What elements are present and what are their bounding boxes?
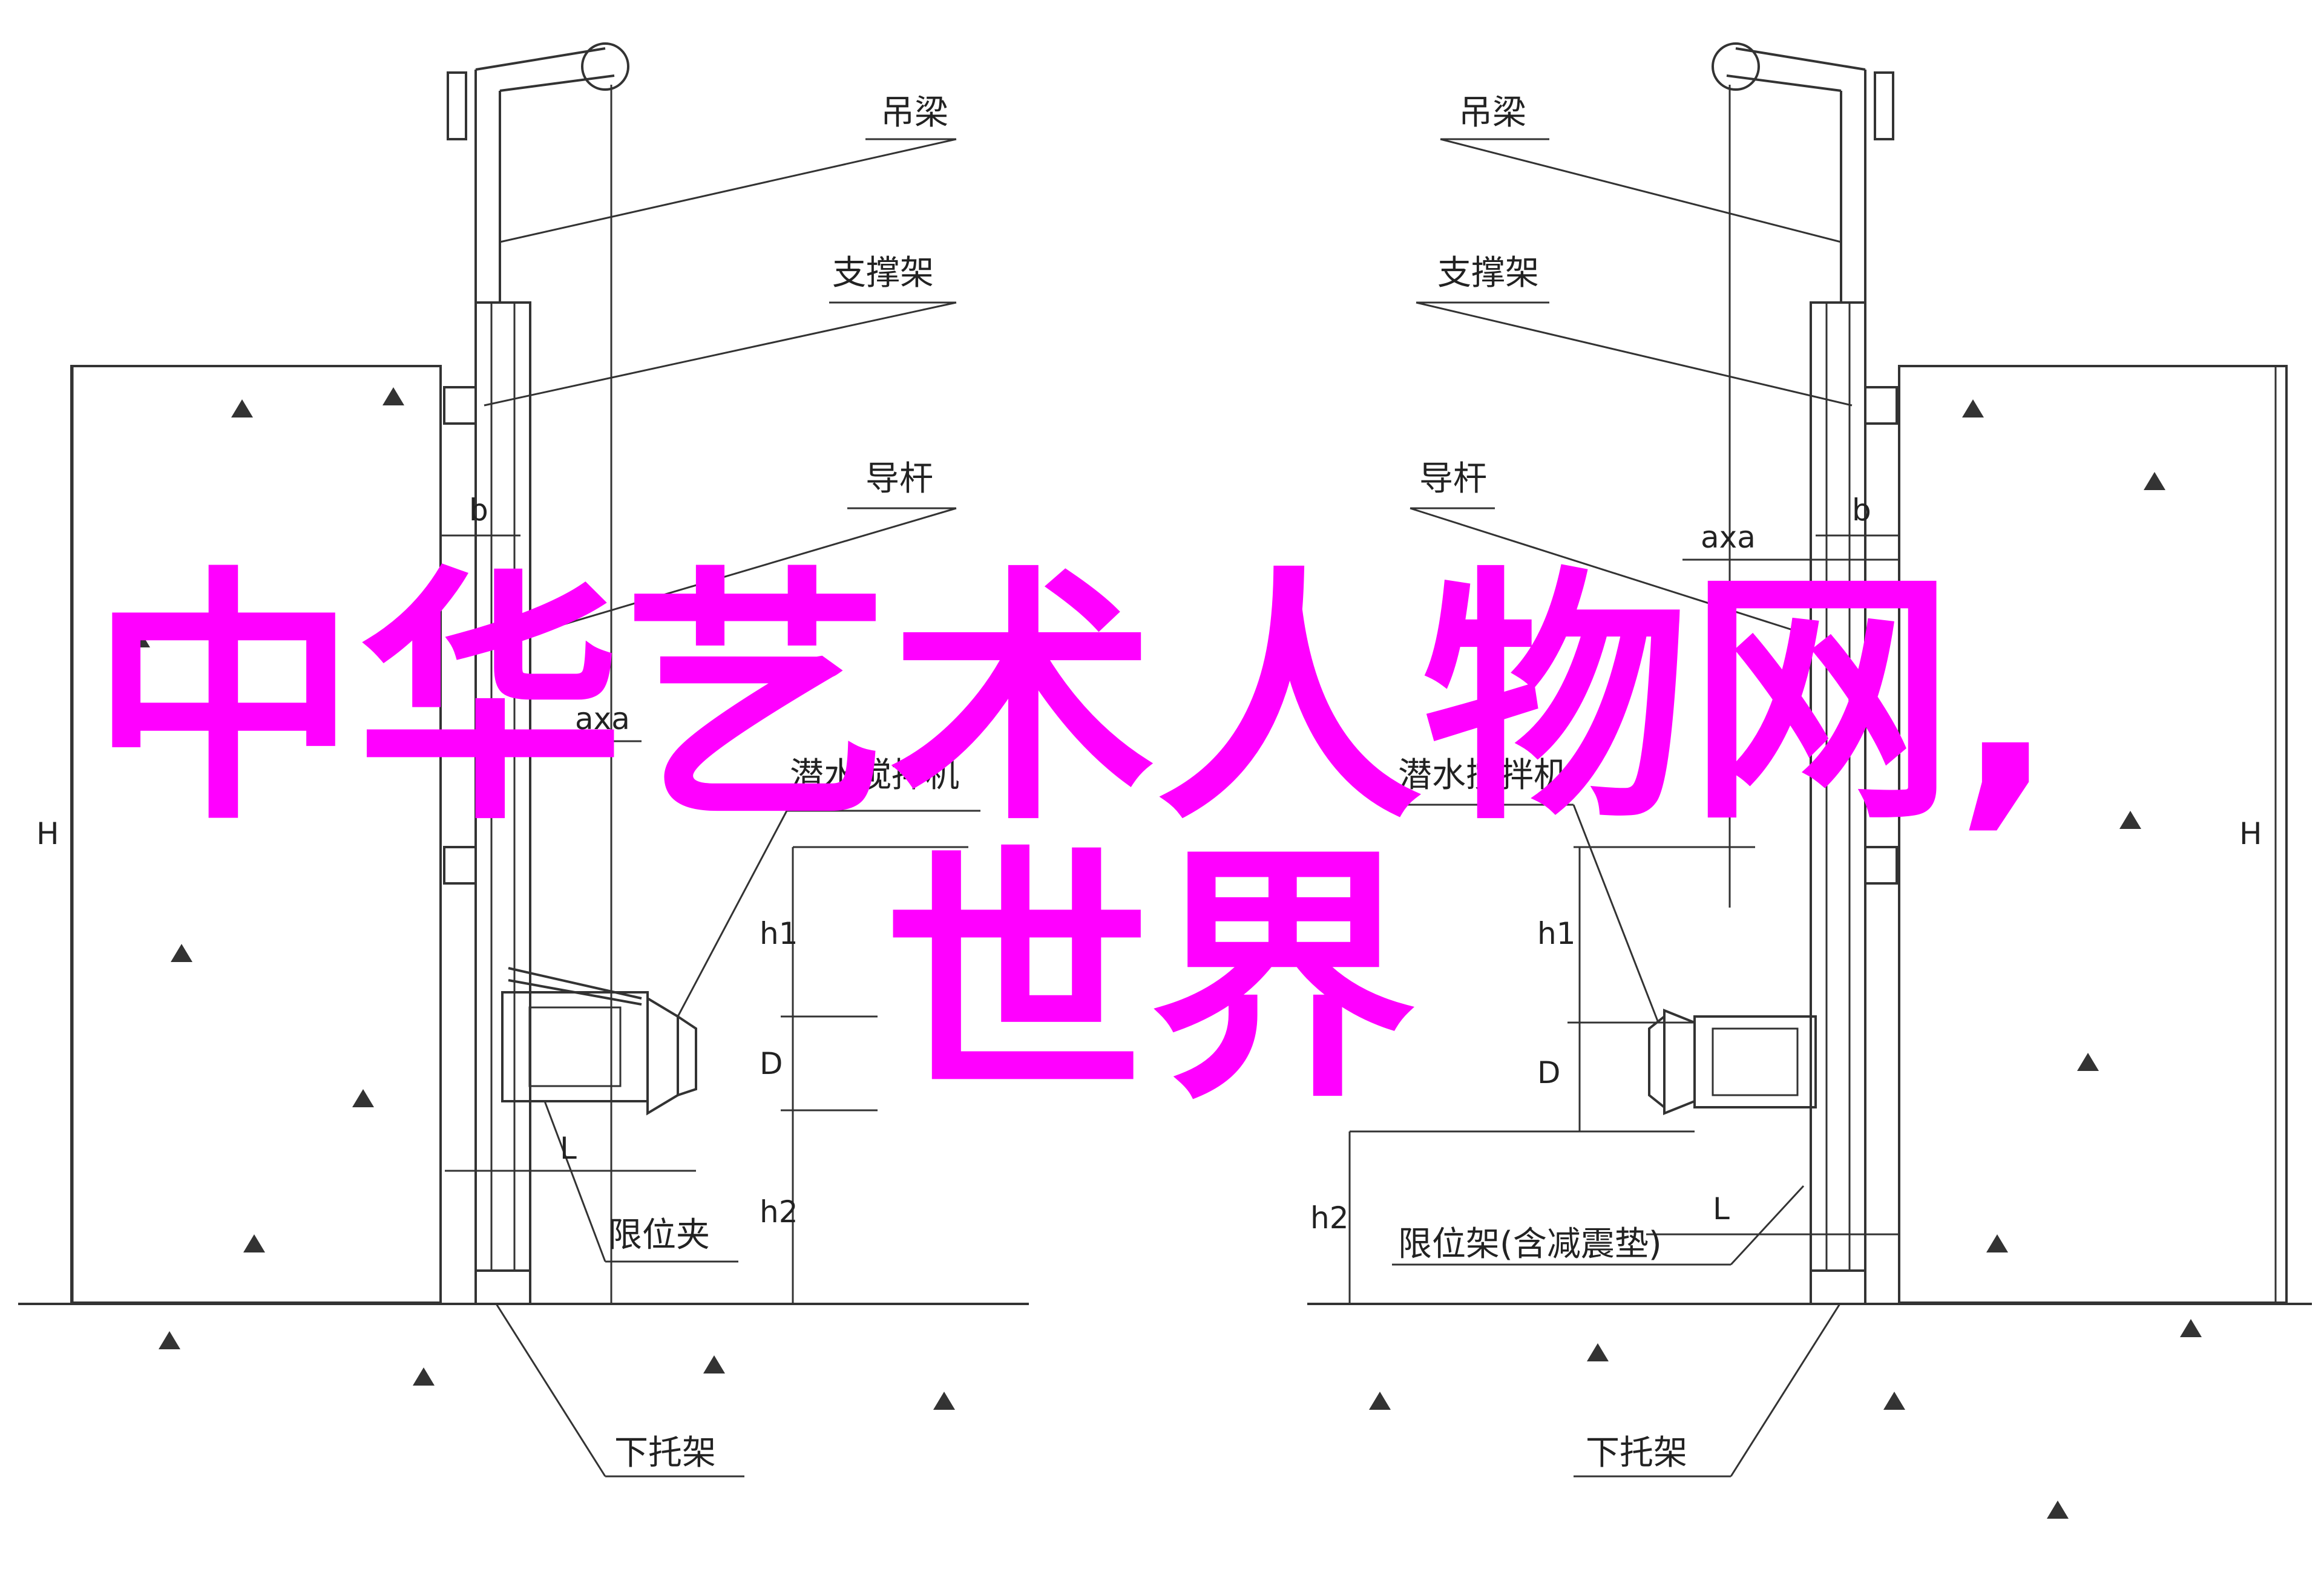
right-dim-h2: h2 bbox=[1310, 1200, 1349, 1236]
left-label-mixer: 潜水搅拌机 bbox=[790, 756, 959, 795]
left-label-lower-bracket: 下托架 bbox=[614, 1433, 716, 1473]
left-label-limit-clamp: 限位夹 bbox=[608, 1216, 710, 1255]
right-mixer-body bbox=[1648, 1009, 1817, 1115]
overlay-title-line1: 中华艺术人物网, bbox=[91, 546, 2056, 856]
right-label-mixer: 潜水搅拌机 bbox=[1398, 756, 1567, 795]
right-label-support-frame: 支撑架 bbox=[1437, 254, 1539, 293]
right-label-guide-rod: 导杆 bbox=[1419, 459, 1487, 499]
right-label-limit-frame: 限位架(含减震垫) bbox=[1398, 1225, 1662, 1264]
right-dim-h1: h1 bbox=[1537, 916, 1576, 951]
right-bottom-bracket-shape bbox=[1810, 1269, 1866, 1305]
left-dim-h2: h2 bbox=[760, 1194, 798, 1229]
left-dim-L: L bbox=[560, 1131, 577, 1166]
right-label-lower-bracket: 下托架 bbox=[1586, 1433, 1687, 1473]
left-dim-H: H bbox=[36, 816, 59, 851]
left-dim-b: b bbox=[469, 493, 488, 528]
left-mixer-body bbox=[501, 967, 697, 1116]
concrete-speckle-pattern bbox=[128, 387, 2202, 1519]
right-installation-drawing: 吊梁 支撑架 导杆 潜水搅拌机 限位架(含减震垫) 下托架 b axa H h1… bbox=[1307, 42, 2312, 1478]
right-dim-L: L bbox=[1713, 1191, 1730, 1226]
right-dim-H: H bbox=[2239, 816, 2262, 851]
right-label-hanger-beam: 吊梁 bbox=[1459, 93, 1526, 133]
left-support-brackets bbox=[443, 386, 477, 885]
right-dim-axa: axa bbox=[1701, 520, 1756, 555]
overlay-title-line2: 世界 bbox=[884, 824, 1416, 1134]
left-installation-drawing: 吊梁 支撑架 导杆 潜水搅拌机 限位夹 下托架 b axa H h1 D h2 … bbox=[18, 42, 1029, 1478]
right-support-brackets bbox=[1864, 386, 1898, 885]
right-hanger-beam bbox=[1712, 42, 1894, 908]
left-bottom-bracket-shape bbox=[474, 1269, 531, 1305]
left-label-support-frame: 支撑架 bbox=[832, 254, 934, 293]
left-label-hanger-beam: 吊梁 bbox=[881, 93, 948, 133]
left-dim-h1: h1 bbox=[760, 916, 798, 951]
right-dim-b: b bbox=[1852, 493, 1871, 528]
left-dim-D: D bbox=[760, 1046, 783, 1081]
right-dim-D: D bbox=[1537, 1055, 1561, 1090]
left-label-guide-rod: 导杆 bbox=[865, 459, 933, 499]
left-dim-axa: axa bbox=[575, 701, 630, 736]
